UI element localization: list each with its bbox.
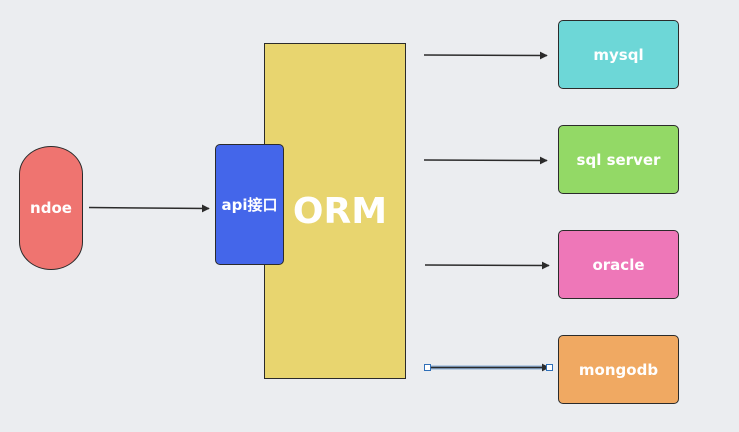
node-sql-server-label: sql server [576,150,661,169]
node-oracle[interactable]: oracle [558,230,679,299]
edge-end-handle[interactable] [546,364,553,371]
edge-orm-to-sqlserver[interactable] [423,156,548,165]
node-orm-label: ORM [292,190,388,232]
edge-ndoe-to-api[interactable] [88,204,210,213]
node-orm[interactable]: ORM [264,43,406,379]
node-ndoe-label: ndoe [30,199,72,217]
node-sql-server[interactable]: sql server [558,125,679,194]
node-api-interface[interactable]: api接口 [215,144,284,265]
node-mongodb[interactable]: mongodb [558,335,679,404]
edge-orm-to-mysql[interactable] [423,51,548,60]
node-mysql[interactable]: mysql [558,20,679,89]
node-mysql-label: mysql [593,45,644,64]
node-mongodb-label: mongodb [578,360,659,379]
edge-orm-to-oracle[interactable] [424,261,550,270]
node-oracle-label: oracle [592,255,645,274]
node-api-label: api接口 [221,196,278,214]
node-ndoe[interactable]: ndoe [19,146,83,270]
edge-start-handle[interactable] [424,364,431,371]
